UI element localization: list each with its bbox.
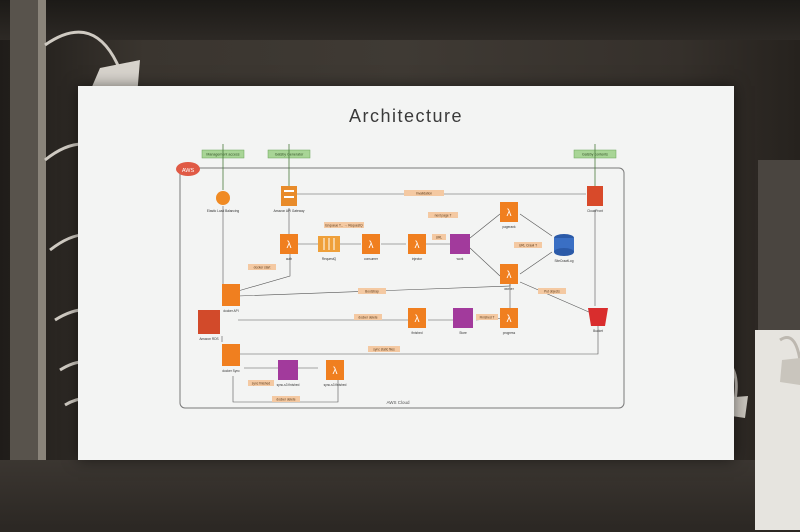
- label-enqueue: Enqueue T... → RequestQ: [325, 224, 363, 228]
- work-label: work: [457, 257, 464, 261]
- sqs-request-queue: RequestQ: [318, 236, 340, 261]
- label-sync-finished: sync finished: [252, 382, 271, 386]
- slide-title: Architecture: [348, 106, 464, 126]
- service-cloudfront-label: CloudFront: [587, 209, 603, 213]
- lambda-auth-label: auth: [286, 257, 292, 261]
- edge-labels: Invalidation Enqueue T... → RequestQ nex…: [248, 190, 566, 402]
- lambda-auth: λ auth: [280, 234, 298, 261]
- ceiling: [0, 0, 800, 40]
- aws-badge: AWS: [176, 162, 200, 176]
- lambda-finished-label: finished: [412, 331, 423, 335]
- label-url-crawl: URL Crawl T: [519, 244, 537, 248]
- sync-s3b-label: sync-s3 finished: [324, 383, 347, 387]
- svg-text:λ: λ: [507, 270, 512, 281]
- input-contents: Gatsby contents: [573, 144, 617, 186]
- docker-sync-label: docker Sync: [222, 369, 240, 373]
- amazon-rds: Amazon RDS: [198, 310, 220, 341]
- lambda-pagerank-label: pagerank: [502, 225, 516, 229]
- right-shelf: [758, 160, 800, 330]
- aws-cloud-boundary: [179, 167, 625, 409]
- label-put-objects: Put objects: [544, 290, 560, 294]
- service-api-gateway: Amazon API Gateway: [273, 186, 305, 213]
- bucket-label: Bucket: [593, 329, 603, 333]
- sqs-label: RequestQ: [322, 257, 337, 261]
- label-docker-delete-2: docker delete: [276, 398, 295, 402]
- service-apigw-label: Amazon API Gateway: [273, 209, 304, 213]
- architecture-diagram: AWS AWS Cloud Management access Gatsby G…: [176, 144, 625, 409]
- rds-label: Amazon RDS: [199, 337, 218, 341]
- label-bootstrap: Bootstrap: [365, 290, 379, 294]
- label-finished-t: Finished T: [480, 316, 495, 320]
- lambda-progress: λ progress: [500, 308, 518, 335]
- input-management: Management access: [201, 144, 245, 190]
- lambda-injector-label: injector: [412, 257, 423, 261]
- svg-text:λ: λ: [415, 240, 420, 251]
- lambda-worker-label: worker: [504, 287, 515, 291]
- projection-screen: Architecture AWS AWS Cloud Management ac…: [78, 86, 734, 460]
- lower-wall: [0, 460, 800, 532]
- lambda-progress-label: progress: [503, 331, 516, 335]
- docker-sync: docker Sync: [222, 344, 240, 373]
- svg-text:λ: λ: [507, 314, 512, 325]
- lambda-pagerank: λ pagerank: [500, 202, 518, 229]
- lambda-consumer-label: consumer: [364, 257, 379, 261]
- input-gatsby: Gatsby Generator: [267, 144, 311, 186]
- lambda-worker: λ worker: [500, 264, 518, 291]
- svg-text:λ: λ: [369, 240, 374, 251]
- store-label: Store: [459, 331, 467, 335]
- label-url: URL: [436, 236, 443, 240]
- aws-badge-label: AWS: [182, 168, 195, 174]
- svg-text:λ: λ: [287, 240, 292, 251]
- step-functions-work: work: [450, 234, 470, 261]
- label-invalidation: Invalidation: [416, 192, 432, 196]
- label-docker-delete: docker delete: [358, 316, 377, 320]
- docker-api-label: docker API: [223, 309, 239, 313]
- label-sync-static: sync static files: [373, 348, 395, 352]
- lambda-sync-s3-finished: λ sync-s3 finished: [324, 360, 347, 387]
- s3-bucket: Bucket: [588, 308, 608, 333]
- service-elb: Elastic Load Balancing: [207, 191, 239, 213]
- sync-s3-label: sync-s3 finished: [277, 383, 300, 387]
- step-functions-sync-s3: sync-s3 finished: [277, 360, 300, 387]
- svg-text:λ: λ: [333, 366, 338, 377]
- docker-api: docker API: [222, 284, 240, 313]
- lambda-finished: λ finished: [408, 308, 426, 335]
- step-functions-store: Store: [453, 308, 473, 335]
- service-cloudfront: CloudFront: [587, 186, 603, 213]
- service-elb-label: Elastic Load Balancing: [207, 209, 239, 213]
- lambda-consumer: λ consumer: [362, 234, 380, 261]
- dynamo-label: SiteCrawlLog: [555, 259, 574, 263]
- lambda-injector: λ injector: [408, 234, 426, 261]
- svg-text:λ: λ: [507, 208, 512, 219]
- dynamodb-table: SiteCrawlLog: [554, 234, 574, 263]
- aws-cloud-label: AWS Cloud: [386, 400, 410, 405]
- label-docker-start: docker start: [254, 266, 271, 270]
- lamp-rail: [10, 0, 46, 460]
- svg-text:λ: λ: [415, 314, 420, 325]
- label-next-page: next page T: [435, 214, 452, 218]
